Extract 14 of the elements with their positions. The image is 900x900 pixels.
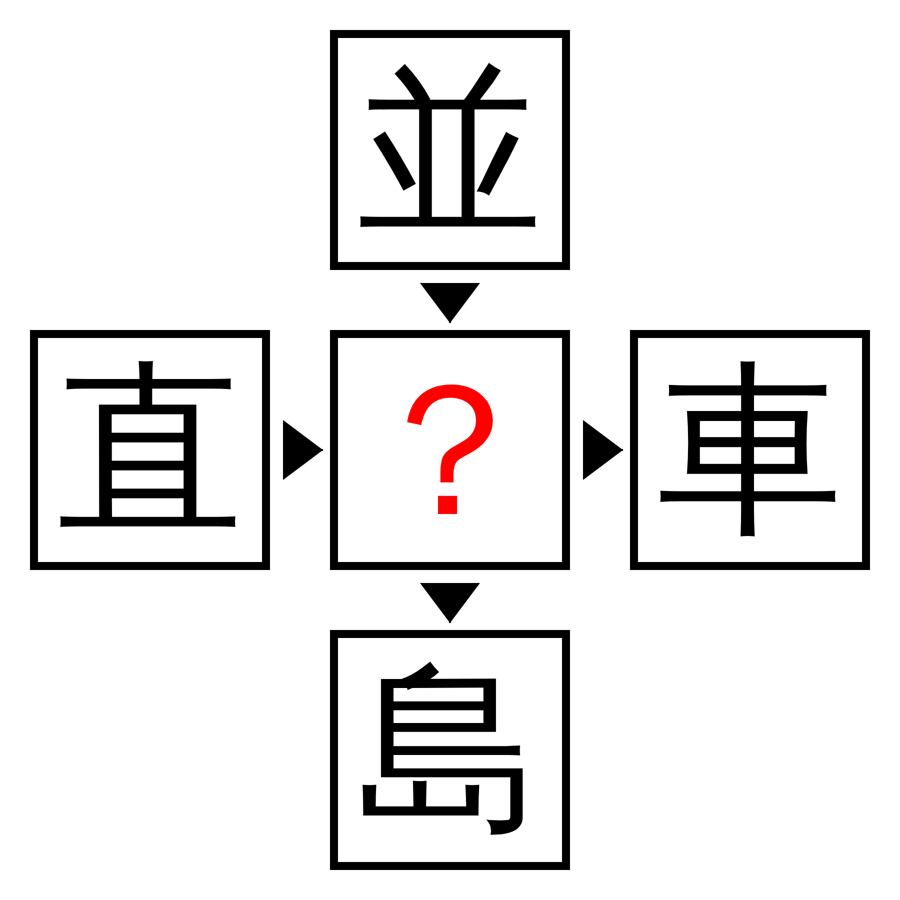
kanji-character: 直 <box>57 357 243 543</box>
character-box <box>330 630 570 870</box>
kanji-character: 島 <box>357 657 543 843</box>
character-box <box>30 330 270 570</box>
arrow <box>583 420 623 480</box>
question-mark: ？ <box>357 357 543 543</box>
kanji-character: 並 <box>357 57 543 243</box>
character-box <box>330 30 570 270</box>
arrow <box>420 283 480 323</box>
character-box <box>330 330 570 570</box>
arrow <box>420 583 480 623</box>
character-box <box>630 330 870 570</box>
arrow <box>283 420 323 480</box>
kanji-character: 車 <box>657 357 843 543</box>
